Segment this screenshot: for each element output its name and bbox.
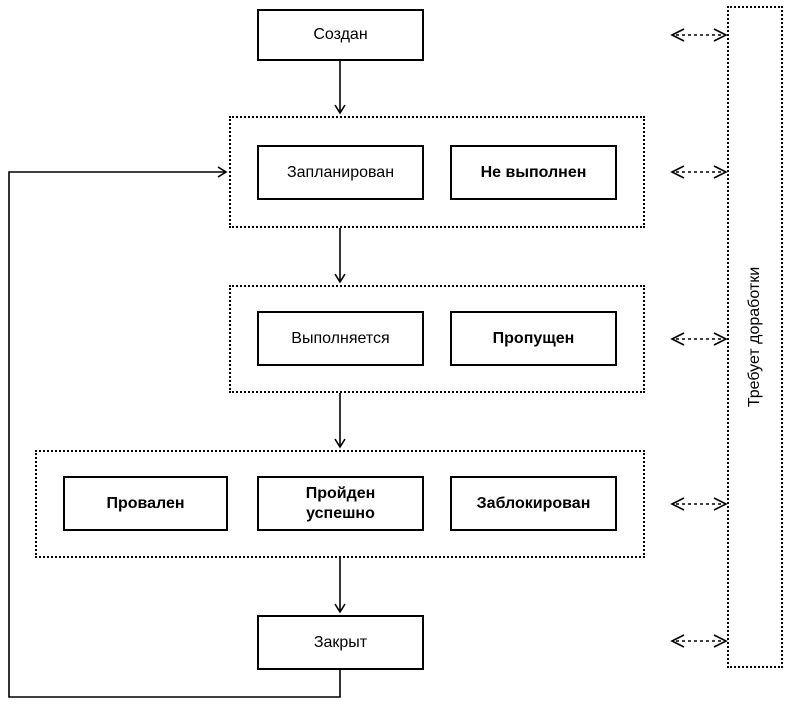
state-passed: Пройден успешно (257, 476, 424, 531)
state-failed-label: Провален (106, 494, 185, 512)
state-blocked: Заблокирован (450, 476, 617, 531)
state-created-label: Создан (313, 26, 368, 44)
state-closed-label: Закрыт (313, 633, 368, 651)
state-closed: Закрыт (257, 615, 424, 670)
state-in-progress-label: Выполняется (291, 329, 390, 347)
group-result-states (35, 450, 645, 558)
rework-link-created (670, 28, 728, 42)
state-failed: Провален (63, 476, 228, 531)
state-skipped-label: Пропущен (492, 329, 575, 347)
rework-link-closed (670, 634, 728, 648)
rework-link-executing-group (670, 332, 728, 346)
state-skipped: Пропущен (450, 311, 617, 366)
rework-column-label: Требует доработки (746, 266, 763, 408)
rework-column: Требует доработки (727, 6, 783, 668)
state-planned-label: Запланирован (286, 163, 395, 181)
state-planned: Запланирован (257, 145, 424, 200)
state-not-executed: Не выполнен (450, 145, 617, 200)
rework-link-results-group (670, 497, 728, 511)
group-executing-states (229, 285, 645, 393)
state-blocked-label: Заблокирован (476, 494, 591, 512)
state-in-progress: Выполняется (257, 311, 424, 366)
state-not-executed-label: Не выполнен (480, 163, 587, 181)
state-created: Создан (257, 9, 424, 61)
group-planned-states (229, 116, 645, 228)
arrow-closed-loop-to-planned-group (8, 166, 341, 698)
state-passed-label: Пройден успешно (305, 485, 376, 522)
rework-link-planned-group (670, 165, 728, 179)
